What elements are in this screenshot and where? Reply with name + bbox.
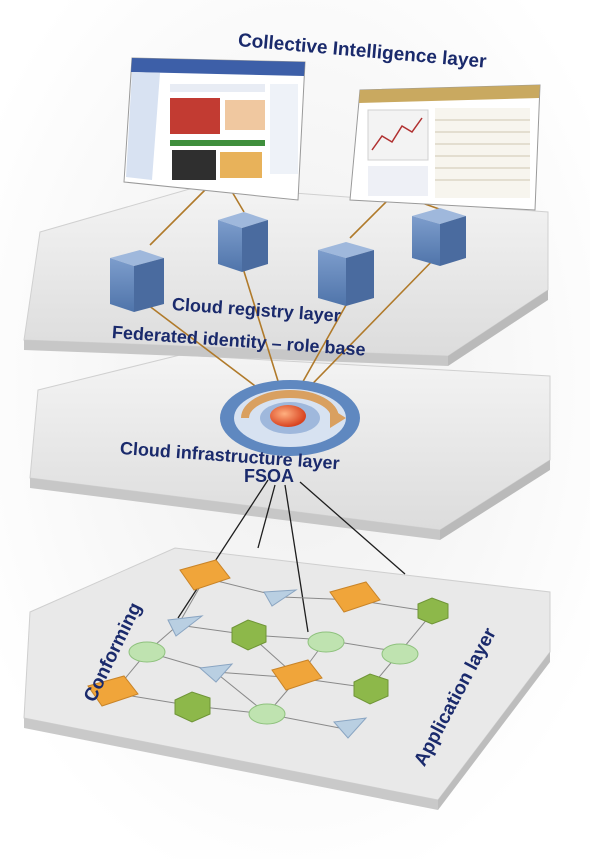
registry-cube-1: [110, 250, 164, 312]
ellipse-node: [248, 703, 286, 725]
triangle-node: [167, 615, 204, 637]
hexagon-node: [353, 673, 389, 705]
square-node: [179, 559, 231, 591]
web-page-thumbnail-left: [123, 57, 306, 201]
registry-cube-4: [412, 208, 466, 266]
hexagon-node: [174, 691, 211, 723]
registry-cube-3: [318, 242, 374, 306]
triangle-node: [263, 589, 298, 607]
triangle-node: [333, 717, 368, 739]
ellipse-node: [381, 643, 419, 665]
square-node: [271, 659, 323, 691]
dashboard-thumbnail-right: [349, 84, 541, 211]
ellipse-node: [307, 631, 345, 653]
hexagon-node: [231, 619, 267, 651]
hub-to-application-lines: [177, 479, 406, 633]
application-nodes: [87, 559, 449, 739]
triangle-node: [198, 663, 234, 683]
ellipse-node: [128, 641, 166, 663]
registry-cube-2: [218, 212, 268, 272]
square-node: [329, 581, 381, 613]
infrastructure-hub-icon: [220, 380, 360, 456]
square-node: [87, 675, 139, 707]
fsoa-label: FSOA: [244, 466, 295, 486]
hexagon-node: [417, 597, 449, 625]
